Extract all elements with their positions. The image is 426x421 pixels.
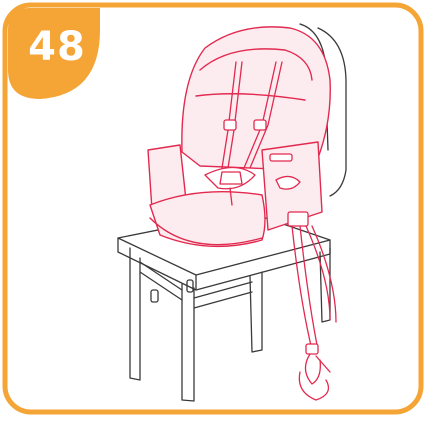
step-number: 48 [14,24,100,70]
seat-cushion [150,192,265,247]
